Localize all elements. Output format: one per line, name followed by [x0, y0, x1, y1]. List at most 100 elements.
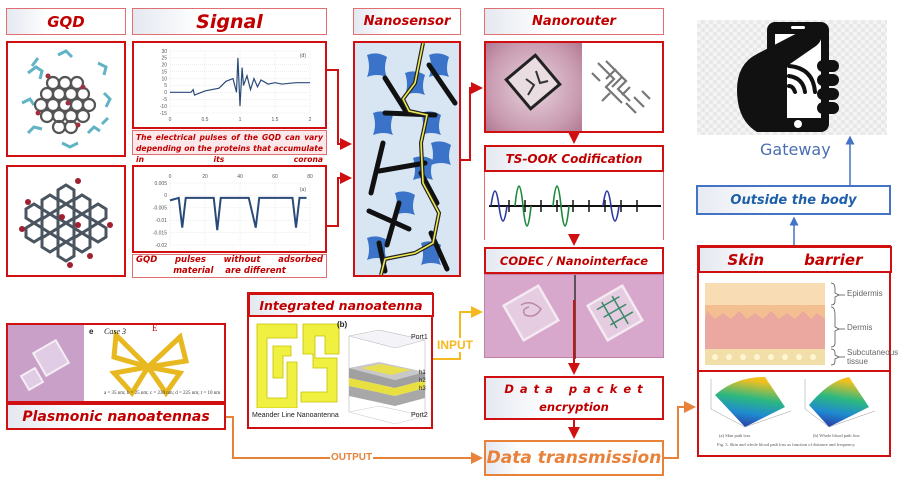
x-tick-label: 0: [169, 117, 172, 123]
codec-title: CODEC / Nanointerface: [499, 253, 649, 268]
skin-plot-caption-a: (a) Skin path loss: [719, 433, 751, 438]
caption-word: GQD: [136, 255, 158, 265]
port1-label: Port1: [411, 334, 428, 341]
tsook-pulse-icon: [489, 185, 661, 227]
x-tick-label: 1: [239, 117, 242, 123]
signal-title: Signal: [196, 10, 263, 33]
input-label: INPUT: [436, 338, 474, 352]
x-tick-label: 80: [307, 174, 313, 180]
y-tick-label: -0.005: [153, 206, 167, 212]
layer-h1-label: h1: [419, 370, 426, 376]
skin-layer-subcutaneous: Subcutaneous tissue: [847, 348, 899, 366]
plasmonic-params: a = 35 nm; b = 25 nm; c = 230 nm; d = 22…: [104, 391, 221, 396]
y-tick-label: 0: [164, 90, 167, 96]
plasmonic-header: Plasmonic nanoatennas: [6, 403, 226, 430]
gqd-bare-image: [6, 165, 126, 277]
skin-figure-caption: Fig. 3. Skin and whole blood path loss a…: [717, 442, 856, 447]
series-line: [169, 196, 307, 231]
gqd-header: GQD: [6, 8, 126, 35]
skin-title-word1: Skin: [727, 250, 765, 269]
tsook-waveform: [484, 172, 664, 240]
arrow-signal1-to-sensor: [327, 69, 352, 150]
skin-plot-caption-b: (b) Whole blood path loss: [813, 433, 860, 438]
encryption-title-line1: D a t a p a c k e t: [504, 382, 644, 396]
subfig-label-b: (b): [337, 320, 348, 329]
arrow-transmission-to-skin: [664, 401, 696, 459]
integrated-header: Integrated nanoatenna: [248, 293, 434, 317]
integrated-title: Integrated nanoatenna: [259, 297, 423, 313]
plasmonic-crystal-icon: [19, 329, 190, 398]
layer-h2-label: h2: [419, 378, 426, 384]
plasmonic-title: Plasmonic nanoatennas: [22, 408, 210, 425]
y-tick-label: -15: [160, 111, 167, 117]
skin-layers-diagram: [705, 282, 845, 366]
layered-antenna-3d-icon: [348, 329, 426, 425]
gateway-image: [697, 20, 887, 135]
x-tick-label: 40: [237, 174, 243, 180]
output-label: OUTPUT: [330, 452, 374, 463]
y-tick-label: 10: [161, 76, 167, 82]
skin-block: Skin barrier Epidermis Dermis Subcutaneo…: [697, 245, 899, 457]
x-tick-label: 1.5: [272, 117, 279, 123]
nanorouter-chip-icon: [504, 53, 651, 114]
y-tick-label: 20: [161, 63, 167, 69]
path-loss-surface-plots: [710, 377, 876, 428]
y-tick-label: -5: [163, 97, 168, 103]
gqd-bare-molecule-icon: [19, 178, 113, 268]
layer-h3-label: h3: [419, 386, 426, 392]
caption-word: material: [173, 266, 214, 276]
y-tick-label: -0.02: [156, 243, 168, 249]
skin-title-word2: barrier: [804, 250, 863, 269]
x-tick-label: 0: [169, 174, 172, 180]
integrated-block: Integrated nanoatenna Meander Line Nanoa…: [247, 292, 434, 429]
gateway-label: Gateway: [760, 140, 831, 159]
transmission-title: Data transmission: [486, 448, 662, 468]
gqd-corona-molecule-icon: [21, 49, 112, 149]
nanorouter-header: Nanorouter: [484, 8, 664, 35]
transmission-header: Data transmission: [484, 440, 664, 476]
plasmonic-field-label: E: [152, 323, 158, 333]
y-tick-label: 15: [161, 69, 167, 75]
nanosensor-title: Nanosensor: [363, 14, 451, 29]
meander-line-antenna-icon: [256, 323, 340, 408]
signal-caption-top: The electrical pulses of the GQD can var…: [136, 133, 323, 164]
skin-header: Skin barrier: [698, 246, 892, 273]
plasmonic-subfig-label: e: [89, 327, 94, 336]
caption-word: are different: [225, 266, 286, 276]
plasmonic-image: e Case 3 E a = 35 nm; b = 25 nm; c = 230…: [6, 323, 226, 403]
caption-word: pulses: [174, 255, 206, 265]
nanosensor-image: [353, 41, 461, 277]
signal-caption-bottom-box: GQD pulses without adsorbed material are…: [132, 254, 327, 278]
nanosensor-header: Nanosensor: [353, 8, 461, 35]
arrow-signal2-to-sensor: [327, 172, 352, 227]
caption-word: adsorbed: [278, 255, 323, 265]
nanorouter-image: [484, 41, 664, 133]
signal-caption-top-box: The electrical pulses of the GQD can var…: [132, 130, 327, 164]
x-tick-label: 0.5: [202, 117, 209, 123]
y-tick-label: -0.01: [156, 218, 168, 224]
x-tick-label: 60: [272, 174, 278, 180]
gqd-corona-image: [6, 41, 126, 157]
outside-header: Outside the body: [696, 185, 891, 215]
skin-layer-dermis: Dermis: [847, 323, 873, 332]
meander-label: Meander Line Nanoantenna: [252, 412, 339, 419]
nanorouter-title: Nanorouter: [532, 14, 616, 29]
gqd-title: GQD: [47, 12, 85, 31]
y-tick-label: 0: [164, 193, 167, 199]
skin-layer-epidermis: Epidermis: [847, 289, 883, 298]
plasmonic-case-label: Case 3: [104, 327, 126, 336]
y-tick-label: 0.005: [154, 181, 167, 187]
chart-annotation: (d): [300, 53, 306, 59]
signal-header: Signal: [132, 8, 327, 35]
y-tick-label: 5: [164, 83, 167, 89]
port2-label: Port2: [411, 412, 428, 419]
chart-annotation: (a): [300, 187, 306, 193]
y-tick-label: -10: [160, 104, 167, 110]
y-tick-label: 25: [161, 56, 167, 62]
tsook-header: TS-OOK Codification: [484, 145, 664, 172]
tsook-title: TS-OOK Codification: [505, 151, 643, 166]
caption-word: without: [223, 255, 261, 265]
codec-image: [484, 274, 664, 359]
